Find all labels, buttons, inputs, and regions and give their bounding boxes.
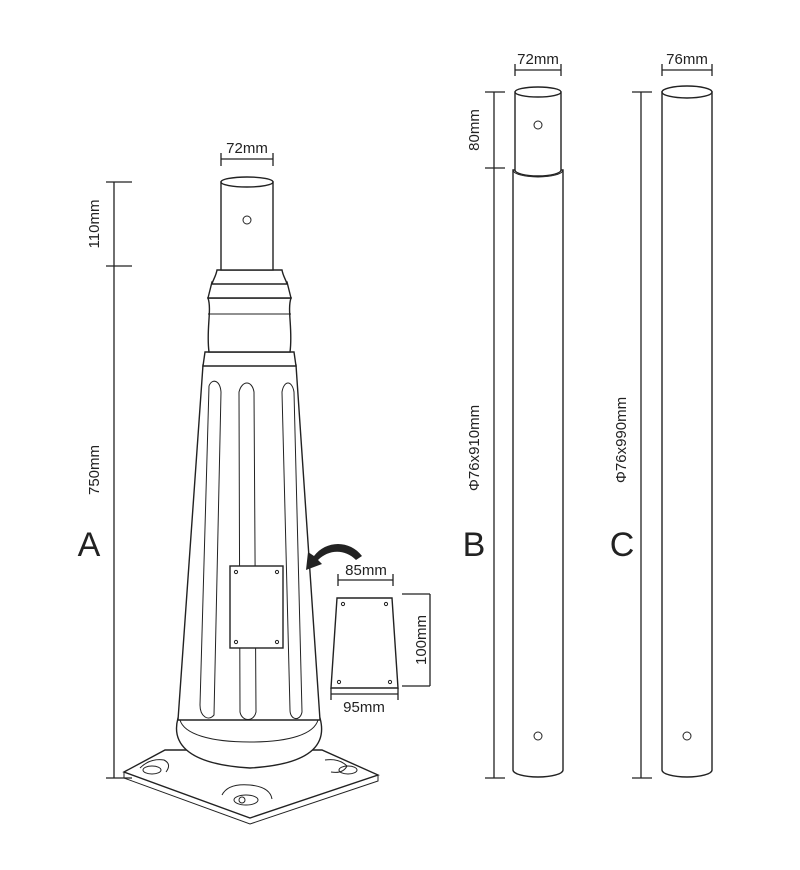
part-b-letter: B (463, 526, 486, 564)
part-a-top-height-label: 110mm (86, 200, 103, 249)
part-b-pole: 72mm 80mm Φ76x910mm B (463, 51, 564, 779)
part-b-dimensions (485, 64, 562, 779)
part-a-top-diameter-label: 72mm (226, 140, 268, 157)
part-a-door-top-width-label: 85mm (345, 562, 387, 579)
part-c-dimensions (632, 64, 713, 779)
part-b-top-height-label: 80mm (466, 109, 483, 151)
part-a-door-bottom-width-label: 95mm (343, 699, 385, 716)
part-a-door-detail (306, 544, 399, 689)
curved-arrow-icon (306, 544, 362, 570)
part-c-letter: C (610, 526, 635, 564)
part-a-base-plate (122, 749, 380, 825)
part-a-body-height-label: 750mm (86, 445, 103, 495)
part-a-post-body (175, 364, 323, 769)
part-a-base-post: 72mm 110mm 750mm A 85mm 95mm 100mm (78, 140, 431, 825)
part-b-spec-label: Φ76x910mm (466, 405, 483, 491)
part-c-top-diameter-label: 76mm (666, 51, 708, 68)
part-c-pole: 76mm Φ76x990mm C (610, 51, 713, 779)
part-a-dimensions (106, 153, 431, 779)
part-c-spec-label: Φ76x990mm (613, 397, 630, 483)
part-a-neck-rings (202, 269, 297, 367)
part-a-door-height-label: 100mm (413, 615, 430, 665)
part-a-top-tube (220, 176, 274, 271)
part-b-top-diameter-label: 72mm (517, 51, 559, 68)
part-a-letter: A (78, 526, 101, 564)
